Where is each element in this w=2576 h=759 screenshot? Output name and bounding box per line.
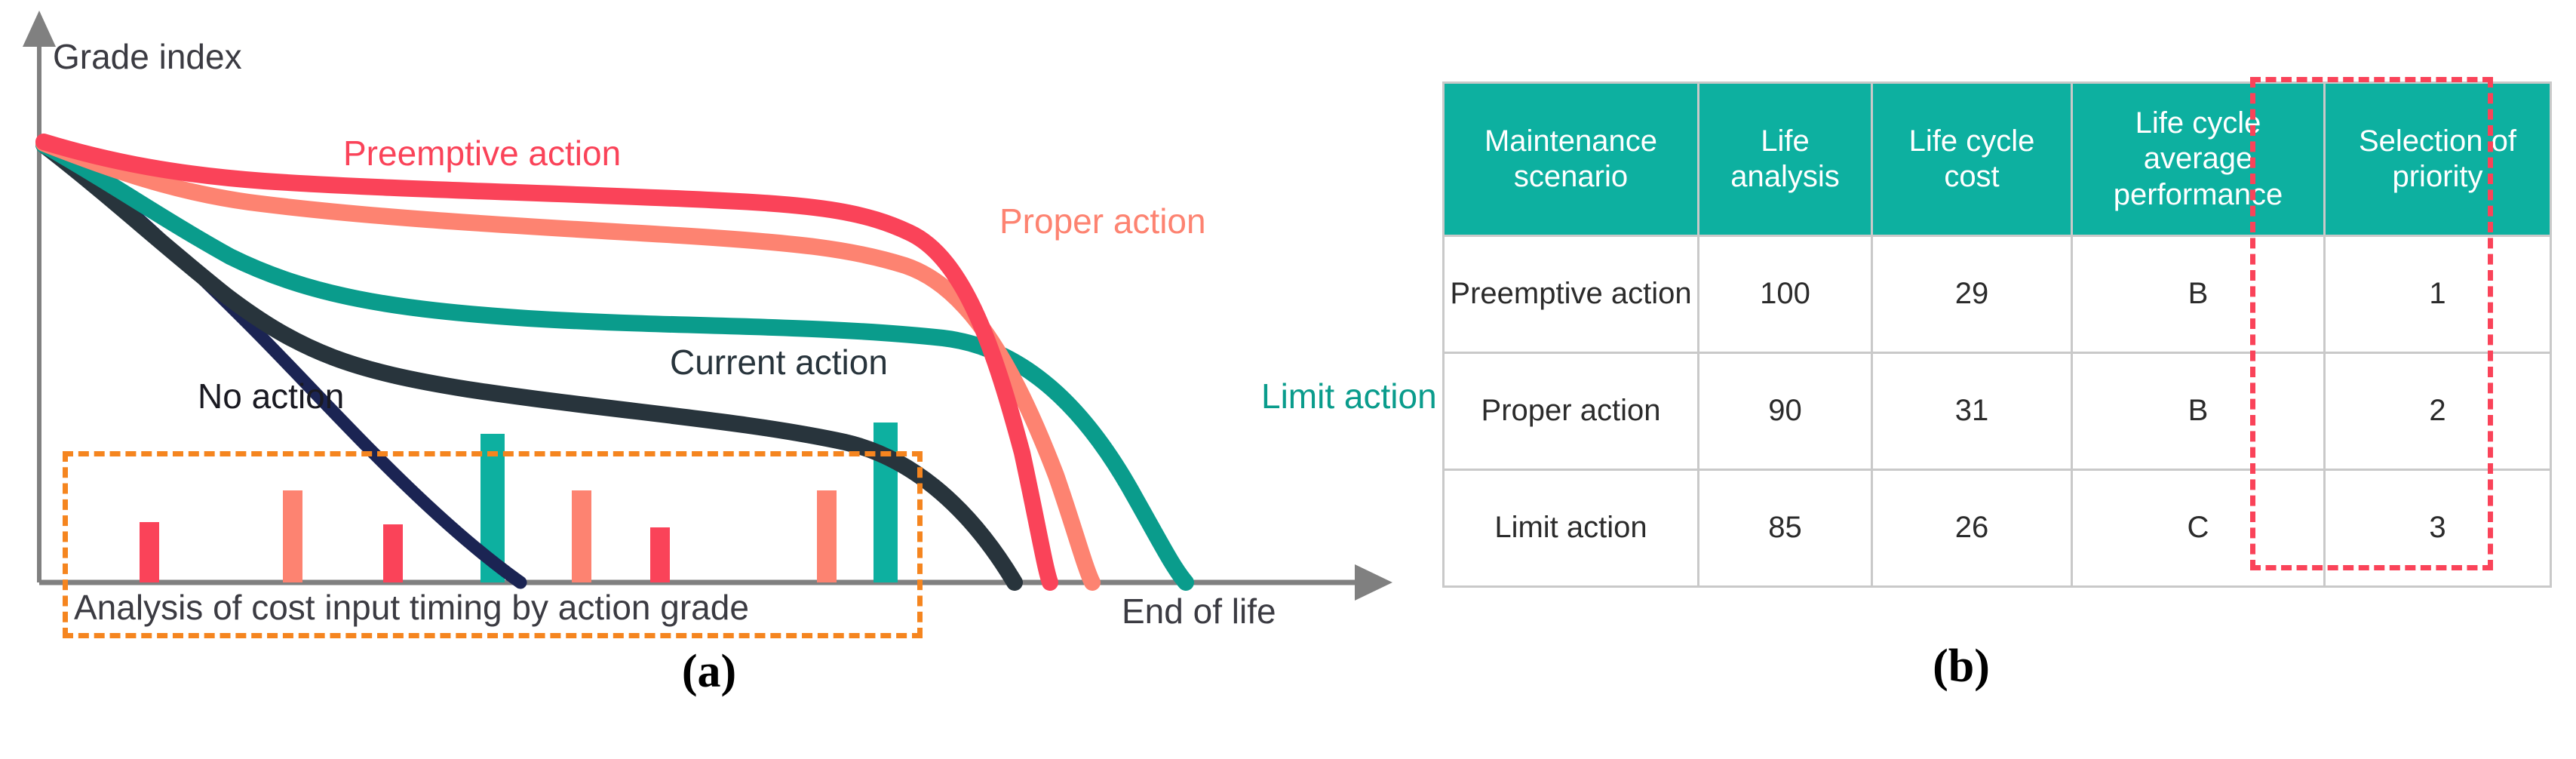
cell-avg-performance: B bbox=[2071, 235, 2326, 354]
cell-priority: 2 bbox=[2323, 352, 2552, 471]
cell-life-cycle-cost: 31 bbox=[1871, 352, 2073, 471]
series-label-preemptive: Preemptive action bbox=[343, 134, 622, 173]
cell-priority: 1 bbox=[2323, 235, 2552, 354]
col-header-life-analysis: Life analysis bbox=[1697, 81, 1873, 237]
curve-current-action bbox=[35, 137, 1023, 591]
cell-life-analysis: 85 bbox=[1697, 469, 1873, 588]
cost-bar bbox=[817, 490, 837, 582]
x-axis bbox=[39, 564, 1392, 601]
panel-a-chart: Grade index Preemptive action Proper act… bbox=[23, 11, 1437, 697]
cell-scenario: Preemptive action bbox=[1442, 235, 1699, 354]
cost-analysis-dashed-box bbox=[63, 451, 923, 638]
degradation-curves-chart bbox=[23, 11, 1392, 601]
cost-bar bbox=[383, 524, 403, 582]
cell-avg-performance: B bbox=[2071, 352, 2326, 471]
curve-limit-action bbox=[35, 137, 1194, 591]
cost-bar bbox=[650, 527, 670, 582]
priority-column-highlight bbox=[2250, 77, 2493, 570]
series-label-current: Current action bbox=[670, 343, 888, 382]
maintenance-scenario-table: Maintenance scenario Life analysis Life … bbox=[1442, 81, 2552, 588]
x-axis-label: End of life bbox=[1122, 592, 1276, 631]
cost-bar bbox=[572, 490, 591, 582]
cell-life-analysis: 90 bbox=[1697, 352, 1873, 471]
panel-b-table: Maintenance scenario Life analysis Life … bbox=[1403, 0, 2576, 759]
table-row: Preemptive action 100 29 B 1 bbox=[1442, 235, 2552, 354]
curve-proper-action bbox=[35, 135, 1101, 591]
cost-analysis-caption: Analysis of cost input timing by action … bbox=[74, 588, 749, 627]
curve-preemptive-action bbox=[35, 134, 1058, 591]
cost-bar bbox=[283, 490, 302, 582]
series-label-no-action: No action bbox=[198, 376, 345, 416]
series-label-proper: Proper action bbox=[999, 201, 1206, 241]
panel-b-caption: (b) bbox=[1933, 641, 1990, 692]
table-row: Limit action 85 26 C 3 bbox=[1442, 469, 2552, 588]
cell-scenario: Proper action bbox=[1442, 352, 1699, 471]
cell-life-cycle-cost: 29 bbox=[1871, 235, 2073, 354]
cell-life-analysis: 100 bbox=[1697, 235, 1873, 354]
cell-life-cycle-cost: 26 bbox=[1871, 469, 2073, 588]
y-axis bbox=[23, 11, 56, 582]
cell-scenario: Limit action bbox=[1442, 469, 1699, 588]
col-header-avg-performance: Life cycle average performance bbox=[2071, 81, 2326, 237]
col-header-life-cycle-cost: Life cycle cost bbox=[1871, 81, 2073, 237]
y-axis-label: Grade index bbox=[53, 37, 242, 76]
series-label-limit: Limit action bbox=[1261, 376, 1437, 416]
panel-a-caption: (a) bbox=[681, 646, 737, 697]
col-header-maintenance-scenario: Maintenance scenario bbox=[1442, 81, 1699, 237]
table-row: Proper action 90 31 B 2 bbox=[1442, 352, 2552, 471]
cost-bar bbox=[140, 522, 159, 582]
